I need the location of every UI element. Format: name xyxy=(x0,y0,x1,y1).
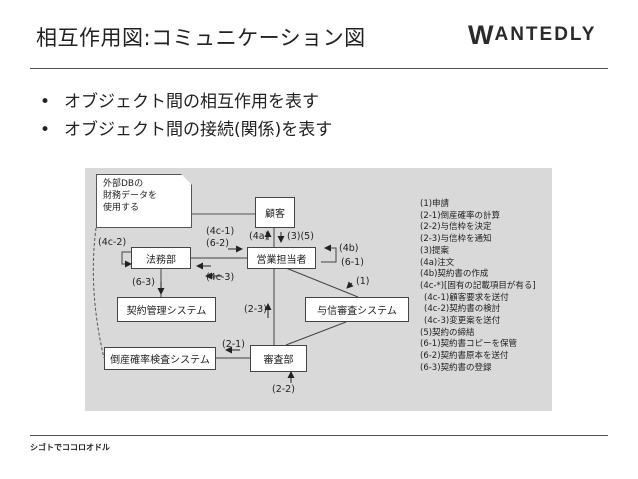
diagram-note: 外部DBの 財務データを 使用する xyxy=(96,174,192,228)
wantedly-logo: W ANTEDLY xyxy=(468,20,596,50)
label-4b: (4b) xyxy=(339,243,359,254)
logo-w: W xyxy=(468,19,494,50)
label-6-3: (6-3) xyxy=(132,277,155,288)
label-2-3: (2-3) xyxy=(244,304,267,315)
label-6-2: (6-2) xyxy=(206,238,229,249)
label-4c-3: (4c-3) xyxy=(206,272,235,283)
label-4a: (4a) xyxy=(249,231,269,242)
label-1: (1) xyxy=(356,276,370,287)
bullet-item: •オブジェクト間の相互作用を表す xyxy=(40,92,319,112)
box-legal: 法務部 xyxy=(131,247,191,269)
footer-divider xyxy=(30,435,608,436)
page-title: 相互作用図:コミュニケーション図 xyxy=(36,26,366,50)
box-contract-mgmt: 契約管理システム xyxy=(117,297,216,322)
box-customer: 顧客 xyxy=(255,197,295,228)
box-sales: 営業担当者 xyxy=(247,247,316,269)
bullet-list: •オブジェクト間の相互作用を表す •オブジェクト間の接続(関係)を表す xyxy=(40,88,332,144)
label-3-5: (3)(5) xyxy=(287,231,314,242)
label-6-1: (6-1) xyxy=(341,257,364,268)
logo-text: ANTEDLY xyxy=(494,24,597,45)
header-divider xyxy=(30,68,608,69)
note-fold-corner xyxy=(181,174,192,185)
label-4c-1: (4c-1) xyxy=(206,226,235,237)
box-bankruptcy-check: 倒産確率検査システム xyxy=(104,347,216,370)
box-credit-review: 与信審査システム xyxy=(305,297,409,322)
footer-tagline: シゴトでココロオドル xyxy=(30,443,110,452)
box-review-dept: 審査部 xyxy=(250,345,307,372)
bullet-item: •オブジェクト間の接続(関係)を表す xyxy=(40,120,333,140)
diagram-legend: (1)申請 (2-1)倒産確率の計算 (2-2)与信枠を決定 (2-3)与信枠を… xyxy=(420,199,536,373)
label-2-1: (2-1) xyxy=(222,339,245,350)
label-2-2: (2-2) xyxy=(272,384,295,395)
label-4c-2: (4c-2) xyxy=(98,237,127,248)
